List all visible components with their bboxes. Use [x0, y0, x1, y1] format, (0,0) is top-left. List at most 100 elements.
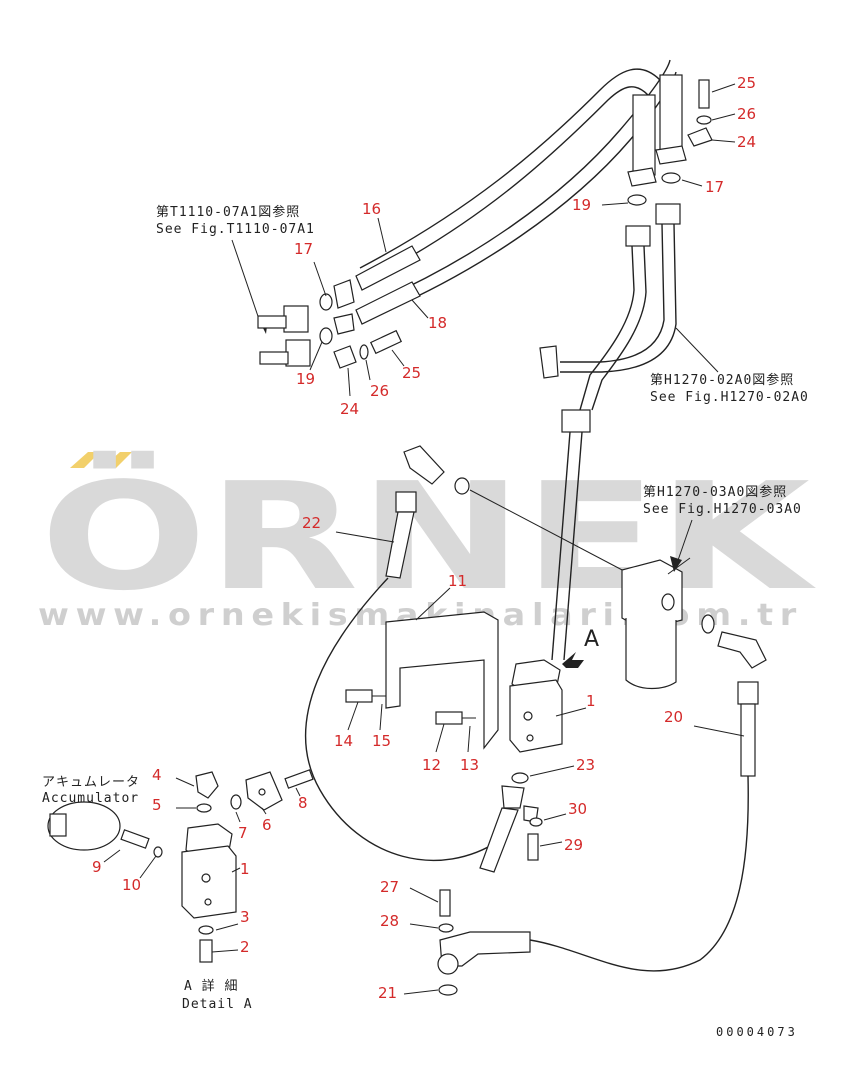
bolt	[698, 79, 710, 109]
split-flange	[627, 167, 657, 187]
flange-fitting	[333, 279, 355, 309]
valve-port	[201, 873, 211, 883]
part-number-17: 17	[294, 240, 313, 258]
part-number-11: 11	[448, 572, 467, 590]
part-number-2: 2	[240, 938, 250, 956]
accumulator-cap	[49, 813, 67, 837]
elbow-fitting	[403, 445, 445, 485]
left-hose-fittings	[257, 245, 421, 369]
return-hose: 30 29	[479, 785, 587, 873]
hose-sleeve	[355, 245, 421, 291]
part-number-18: 18	[428, 314, 447, 332]
part-number-25: 25	[402, 364, 421, 382]
bracket-assembly: 11 14 15 12 13	[334, 572, 499, 774]
hose-sleeve	[355, 281, 421, 325]
part-number-13: 13	[460, 756, 479, 774]
document-number: 00004073	[716, 1025, 798, 1039]
pipe-stub	[259, 351, 289, 365]
steel-tubes	[539, 223, 677, 661]
pipe-stub	[257, 315, 287, 329]
part-number-1: 1	[586, 692, 596, 710]
reference-h1270-02: 第H1270-02A0図参照 See Fig.H1270-02A0	[650, 327, 809, 405]
labels-top-right: 25 26 24 17 19	[572, 74, 756, 214]
bolt	[284, 769, 314, 789]
part-number-26: 26	[370, 382, 389, 400]
filter-head	[621, 559, 683, 631]
part-number-8: 8	[298, 794, 308, 812]
valve-1-main: 1 A 23	[509, 627, 599, 784]
hose	[479, 807, 519, 873]
hose-end-fitting	[632, 94, 656, 176]
plug	[199, 939, 213, 963]
o-ring	[511, 772, 529, 784]
hose-20-assembly: 20	[529, 681, 759, 972]
o-ring	[196, 803, 212, 813]
labels-left-top: 16 17 18 19 25 26 24	[294, 200, 447, 418]
reference-en: See Fig.H1270-03A0	[643, 502, 802, 517]
part-number-3: 3	[240, 908, 250, 926]
part-number-7: 7	[238, 824, 248, 842]
o-ring	[627, 194, 647, 206]
watermark-accent-mark	[70, 452, 100, 468]
bolt	[369, 329, 403, 355]
part-number-15: 15	[372, 732, 391, 750]
part-number-17: 17	[705, 178, 724, 196]
o-ring	[198, 925, 214, 935]
part-number-24: 24	[737, 133, 756, 151]
bracket	[385, 611, 499, 750]
reference-jp: 第H1270-03A0図参照	[643, 484, 787, 500]
valve-port	[204, 898, 212, 906]
part-number-19: 19	[572, 196, 591, 214]
part-number-9: 9	[92, 858, 102, 876]
elbow-fitting	[717, 631, 767, 669]
bolt	[439, 889, 451, 917]
view-letter-a: A	[584, 627, 599, 652]
part-number-26: 26	[737, 105, 756, 123]
block-flange	[655, 203, 681, 225]
flange-fitting	[333, 313, 355, 335]
o-ring	[153, 846, 163, 858]
washer	[529, 817, 543, 827]
line-filter: 第H1270-03A0図参照 See Fig.H1270-03A0	[621, 484, 802, 690]
bolt	[527, 833, 539, 861]
detail-label-jp: A 詳 細	[184, 978, 238, 994]
hose-end-fitting	[659, 74, 683, 151]
part-number-29: 29	[564, 836, 583, 854]
accumulator-label-en: Accumulator	[42, 791, 139, 806]
part-number-21: 21	[378, 984, 397, 1002]
part-number-19: 19	[296, 370, 315, 388]
filter-port	[661, 593, 675, 611]
filter-bowl	[625, 618, 677, 690]
o-ring	[438, 984, 458, 996]
reference-jp: 第T1110-07A1図参照	[156, 204, 300, 220]
washer	[438, 923, 454, 933]
pump-port-block	[285, 339, 311, 367]
hose	[385, 511, 415, 579]
watermark-accent-mark	[102, 452, 132, 468]
o-ring	[454, 477, 470, 495]
accumulator-label-jp: アキュムレータ	[42, 775, 140, 790]
block-flange	[625, 225, 651, 247]
washer	[696, 115, 712, 125]
hose-22-assembly: 22	[302, 445, 627, 861]
valve-body	[509, 679, 563, 753]
split-flange	[655, 145, 687, 165]
part-number-24: 24	[340, 400, 359, 418]
part-number-12: 12	[422, 756, 441, 774]
part-number-14: 14	[334, 732, 353, 750]
reference-en: See Fig.H1270-02A0	[650, 390, 809, 405]
o-ring	[661, 172, 681, 184]
clamp-half	[687, 127, 713, 147]
valve-body	[181, 845, 237, 919]
detail-a: アキュムレータ Accumulator 4 5 8 6 7 1 9 10	[42, 766, 314, 1012]
o-ring	[701, 614, 715, 634]
part-number-23: 23	[576, 756, 595, 774]
flange-hole	[258, 788, 266, 796]
hose-nut	[437, 953, 459, 975]
hose-fitting	[737, 681, 759, 705]
part-number-1: 1	[240, 860, 250, 878]
reference-jp: 第H1270-02A0図参照	[650, 372, 794, 388]
accumulator-fitting	[120, 829, 150, 849]
o-ring	[230, 794, 242, 810]
